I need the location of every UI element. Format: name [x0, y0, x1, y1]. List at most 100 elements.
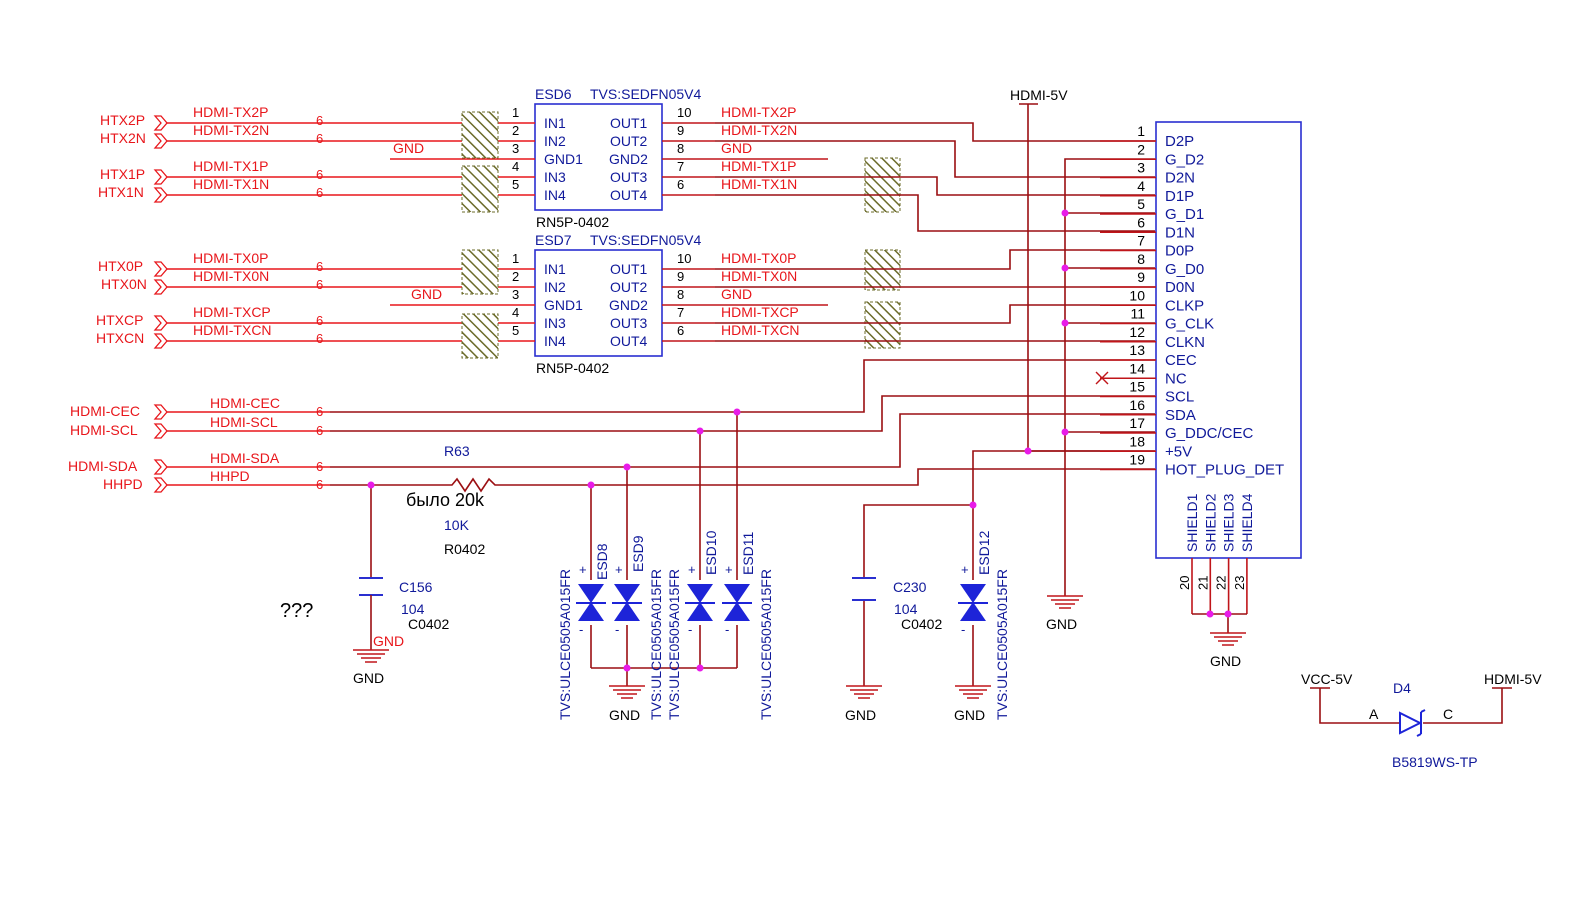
pin-number: 7: [677, 159, 684, 174]
pin-name: OUT2: [610, 279, 648, 295]
esd6-row-1: HTX2P HDMI-TX2P 6 1 IN1: [100, 104, 566, 131]
c230-value: 104: [894, 601, 918, 617]
connector-pin-number: 7: [1137, 233, 1145, 249]
vcc5v-label: VCC-5V: [1301, 671, 1353, 687]
net-label: HDMI-TX2N: [721, 122, 797, 138]
pin-number: 10: [677, 251, 691, 266]
esd6-out-2: OUT2 9 HDMI-TX2N: [610, 122, 797, 149]
pin-number: 10: [677, 105, 691, 120]
connector-pin-name: G_DDC/CEC: [1165, 425, 1254, 442]
sheet-ref: 6: [316, 459, 323, 474]
tvs-value: TVS:ULCE0505A015FR: [648, 569, 664, 720]
keepout-hatch: [864, 249, 901, 291]
connector-pin-name: G_D0: [1165, 261, 1204, 278]
pin-name: OUT1: [610, 261, 648, 277]
esd7-out-1: OUT1 10 HDMI-TX0P: [610, 250, 796, 277]
esd7-row-5: HTXCN HDMI-TXCN 6 5 IN4: [96, 322, 566, 349]
port-label: HTX1P: [100, 166, 145, 182]
ctrl-scl: HDMI-SCL HDMI-SCL 6: [70, 395, 1155, 439]
connector-pin-number: 4: [1137, 178, 1145, 194]
esd7-out-2: OUT2 9 HDMI-TX0N: [610, 268, 797, 295]
tvs-value: TVS:ULCE0505A015FR: [994, 569, 1010, 720]
shield-pin-name: SHIELD2: [1202, 493, 1218, 552]
net-label: HDMI-TX2N: [193, 122, 269, 138]
pin-name: IN1: [544, 115, 566, 131]
net-label: HDMI-TX0P: [721, 250, 796, 266]
connector-pin-name: CLKP: [1165, 297, 1204, 314]
pin-name: OUT3: [610, 169, 648, 185]
svg-text:-: -: [615, 622, 619, 637]
connector-pin-number: 18: [1129, 433, 1145, 449]
question-mark: ???: [280, 600, 313, 622]
d4: VCC-5V HDMI-5V D4 A C B5819WS-TP: [1301, 671, 1542, 770]
port-flag: [153, 261, 168, 277]
tvs-ref: ESD9: [630, 535, 646, 572]
svg-text:+: +: [725, 562, 733, 577]
tvs-ref: ESD11: [740, 531, 756, 575]
port-flag: [153, 333, 168, 349]
c230-footprint: C0402: [901, 616, 942, 632]
esd7-row-3: GND 3 GND1: [390, 286, 583, 313]
sheet-ref: 6: [316, 259, 323, 274]
sheet-ref: 6: [316, 167, 323, 182]
port-label: HDMI-SDA: [68, 458, 138, 474]
connector-pin-number: 14: [1129, 360, 1145, 376]
pin-number: 1: [512, 251, 519, 266]
esd7-row-2: HTX0N HDMI-TX0N 6 2 IN2: [101, 268, 566, 295]
ctrl-hhpd: HHPD HHPD 6: [103, 468, 1155, 493]
esd7-block: ESD7 TVS:SEDFN05V4 RN5P-0402 HTX0P HDMI-…: [96, 232, 901, 376]
esd6-row-2: HTX2N HDMI-TX2N 6 2 IN2: [100, 122, 566, 149]
gnd-label: GND: [353, 670, 384, 686]
gnd-label: GND: [954, 707, 985, 723]
port-flag: [153, 187, 168, 203]
sheet-ref: 6: [316, 131, 323, 146]
pin-number: 7: [677, 305, 684, 320]
c156-ref: C156: [399, 579, 433, 595]
shield-pin-number: 22: [1214, 576, 1229, 590]
svg-text:+: +: [961, 562, 969, 577]
pin-number: 5: [512, 177, 519, 192]
d4-anode: A: [1369, 706, 1379, 722]
pin-number: 6: [677, 323, 684, 338]
port-label: HTX0P: [98, 258, 143, 274]
ground-icon: [846, 685, 882, 699]
esd6-ref: ESD6: [535, 86, 572, 102]
pin-number: 9: [677, 123, 684, 138]
pin-number: 4: [512, 305, 519, 320]
port-flag: [153, 279, 168, 295]
connector-pin-number: 2: [1137, 141, 1145, 157]
connector-pin-name: HOT_PLUG_DET: [1165, 462, 1284, 479]
tvs-esd9: + - ESD9 TVS:ULCE0505A015FR: [612, 535, 664, 720]
connector-pin-number: 12: [1129, 324, 1145, 340]
cec-wire: [330, 359, 1155, 413]
pin-name: OUT4: [610, 187, 648, 203]
connector-pin-name: D2P: [1165, 133, 1194, 150]
connector-pin-number: 11: [1130, 306, 1145, 322]
pin-number: 5: [512, 323, 519, 338]
port-label: HDMI-SCL: [70, 422, 138, 438]
sheet-ref: 6: [316, 331, 323, 346]
net-label: HDMI-TXCP: [721, 304, 799, 320]
shield-pin-number: 20: [1177, 576, 1192, 590]
keepout-hatch: [461, 111, 499, 159]
tvs-ref: ESD8: [594, 543, 610, 580]
svg-text:-: -: [688, 622, 692, 637]
connector-pin-name: D0P: [1165, 243, 1194, 260]
net-label: HDMI-SDA: [210, 450, 280, 466]
pin-name: IN2: [544, 279, 566, 295]
net-label: HDMI-TX1N: [721, 176, 797, 192]
svg-text:+: +: [615, 562, 623, 577]
svg-text:-: -: [725, 622, 729, 637]
pin-name: IN3: [544, 169, 566, 185]
port-flag: [153, 404, 168, 420]
pin-name: IN1: [544, 261, 566, 277]
sheet-ref: 6: [316, 277, 323, 292]
tvs-value: TVS:ULCE0505A015FR: [666, 569, 682, 720]
net-label: HDMI-TX1P: [721, 158, 796, 174]
shield-pin-name: SHIELD1: [1184, 493, 1200, 552]
connector-pin-number: 13: [1129, 342, 1145, 358]
net-label: HDMI-TX0P: [193, 250, 268, 266]
shield-pin-name: SHIELD4: [1239, 493, 1255, 552]
sheet-ref: 6: [316, 477, 323, 492]
